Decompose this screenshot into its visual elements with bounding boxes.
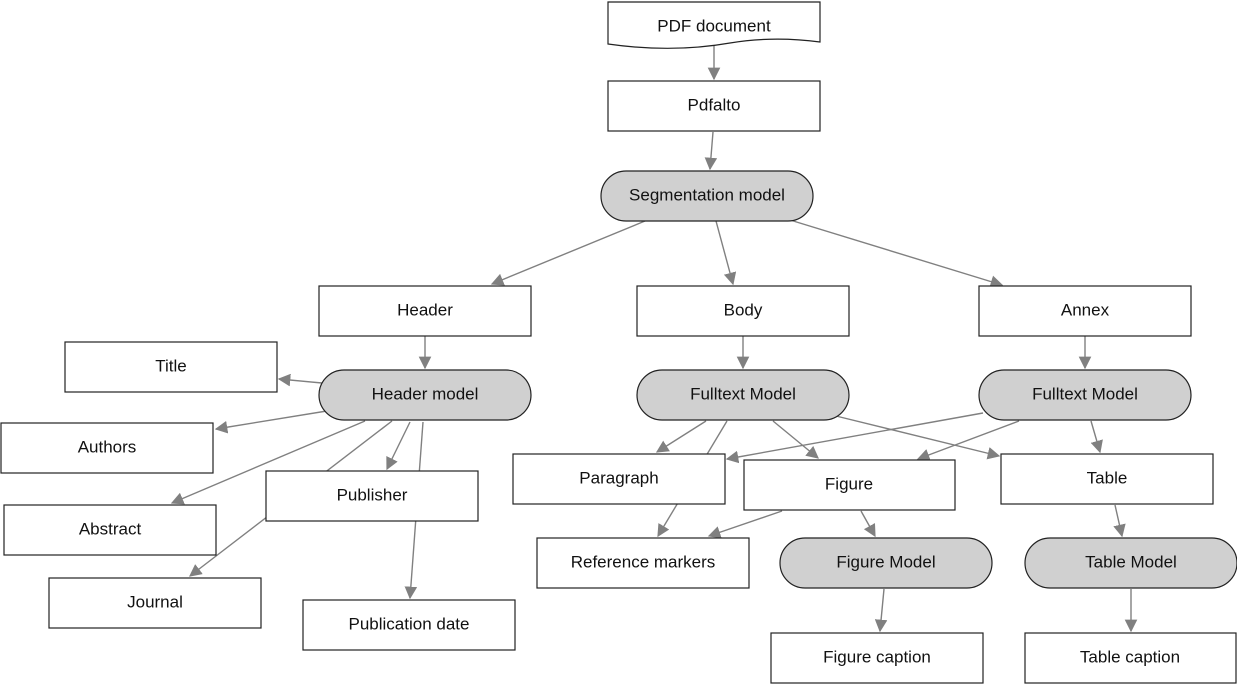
edge-segmentation-to-body <box>715 220 737 286</box>
header-model-node: Header model <box>318 369 532 421</box>
figure-model-label: Figure Model <box>836 552 935 571</box>
edge-segmentation-to-header <box>490 220 646 286</box>
publication-date-label: Publication date <box>349 614 470 633</box>
fulltext-model-body-node: Fulltext Model <box>636 369 850 421</box>
edge-figure-to-reference-markers <box>707 510 783 539</box>
figure-caption-node: Figure caption <box>770 632 984 684</box>
figure-model-node: Figure Model <box>779 537 993 589</box>
figure-label: Figure <box>825 474 873 493</box>
edge-body-fulltext-to-figure <box>772 420 819 459</box>
edge-pdfalto-to-segmentation <box>704 131 718 171</box>
authors-node: Authors <box>0 422 214 474</box>
header-model-label: Header model <box>372 384 479 403</box>
table-caption-node: Table caption <box>1024 632 1237 684</box>
header-node: Header <box>318 285 532 337</box>
reference-markers-label: Reference markers <box>571 552 716 571</box>
annex-node: Annex <box>978 285 1192 337</box>
table-node: Table <box>1000 453 1214 505</box>
journal-node: Journal <box>48 577 262 629</box>
pdf-document-label: PDF document <box>657 16 771 35</box>
title-label: Title <box>155 356 187 375</box>
fulltext-model-annex-label: Fulltext Model <box>1032 384 1138 403</box>
abstract-label: Abstract <box>79 519 142 538</box>
body-node: Body <box>636 285 850 337</box>
edge-segmentation-to-annex <box>789 219 1004 288</box>
fulltext-model-body-label: Fulltext Model <box>690 384 796 403</box>
paragraph-label: Paragraph <box>579 468 658 487</box>
authors-label: Authors <box>78 437 137 456</box>
journal-label: Journal <box>127 592 183 611</box>
paragraph-node: Paragraph <box>512 453 726 505</box>
edge-figure-to-figure-model <box>860 510 876 538</box>
edge-body-fulltext-to-paragraph <box>655 420 707 453</box>
edge-header-model-to-authors <box>214 409 334 434</box>
abstract-node: Abstract <box>3 504 217 556</box>
edge-figure-model-to-figure-caption <box>874 588 888 633</box>
figure-caption-label: Figure caption <box>823 647 931 666</box>
edge-header-model-to-abstract <box>170 420 366 505</box>
edge-annex-fulltext-to-figure <box>916 420 1020 461</box>
edge-body-fulltext-to-table <box>835 415 1001 460</box>
segmentation-model-label: Segmentation model <box>629 185 785 204</box>
edge-annex-fulltext-to-table <box>1090 420 1103 454</box>
figure-node: Figure <box>743 459 956 511</box>
reference-markers-node: Reference markers <box>536 537 750 589</box>
edge-header-model-to-publisher <box>386 421 411 471</box>
title-node: Title <box>64 341 278 393</box>
table-model-node: Table Model <box>1024 537 1237 589</box>
header-label: Header <box>397 300 453 319</box>
edge-annex-fulltext-to-paragraph <box>725 412 984 464</box>
edge-header-model-to-title <box>277 373 323 387</box>
pdfalto-label: Pdfalto <box>688 95 741 114</box>
publication-date-node: Publication date <box>302 599 516 651</box>
pdfalto-node: Pdfalto <box>607 80 821 132</box>
fulltext-model-annex-node: Fulltext Model <box>978 369 1192 421</box>
publisher-label: Publisher <box>337 485 408 504</box>
edge-table-to-table-model <box>1113 504 1126 538</box>
publisher-node: Publisher <box>265 470 479 522</box>
table-label: Table <box>1087 468 1128 487</box>
annex-label: Annex <box>1061 300 1110 319</box>
segmentation-model-node: Segmentation model <box>600 170 814 222</box>
table-caption-label: Table caption <box>1080 647 1180 666</box>
table-model-label: Table Model <box>1085 552 1177 571</box>
body-label: Body <box>724 300 763 319</box>
pdf-document-node: PDF document <box>607 1 821 49</box>
